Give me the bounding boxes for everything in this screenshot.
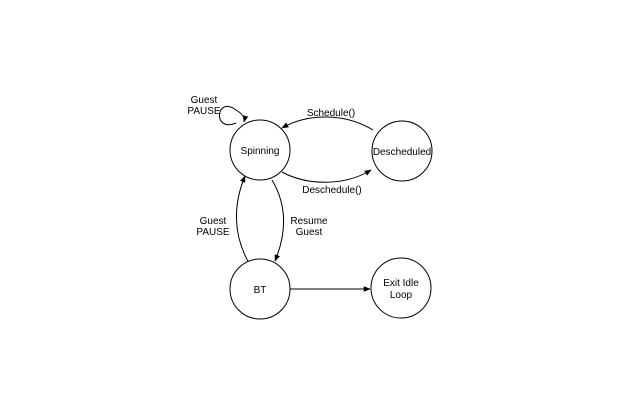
node-descheduled: Descheduled bbox=[371, 120, 433, 182]
guest-pause-label-line1: Guest bbox=[200, 216, 227, 227]
edge-self-loop bbox=[219, 106, 249, 126]
node-spinning-label: Spinning bbox=[241, 146, 280, 157]
edge-deschedule bbox=[281, 169, 372, 183]
node-exit-label-line1: Exit Idle bbox=[383, 278, 419, 289]
node-exit-idle-loop: Exit Idle Loop bbox=[370, 257, 432, 319]
edge-resume-guest bbox=[271, 179, 285, 262]
node-bt-label: BT bbox=[254, 285, 267, 296]
schedule-label: Schedule() bbox=[307, 108, 355, 119]
self-loop-label-line1: Guest bbox=[191, 95, 218, 106]
node-bt: BT bbox=[229, 258, 291, 320]
node-exit-label-line2: Loop bbox=[390, 290, 413, 301]
resume-guest-label-line2: Guest bbox=[296, 227, 323, 238]
deschedule-label: Deschedule() bbox=[302, 185, 361, 196]
node-descheduled-label: Descheduled bbox=[373, 147, 431, 158]
node-spinning: Spinning bbox=[229, 119, 291, 181]
edge-schedule bbox=[281, 116, 374, 131]
guest-pause-label-line2: PAUSE bbox=[196, 227, 229, 238]
edge-guest-pause bbox=[236, 175, 250, 264]
resume-guest-label-line1: Resume bbox=[290, 216, 328, 227]
self-loop-label-line2: PAUSE bbox=[187, 106, 220, 117]
